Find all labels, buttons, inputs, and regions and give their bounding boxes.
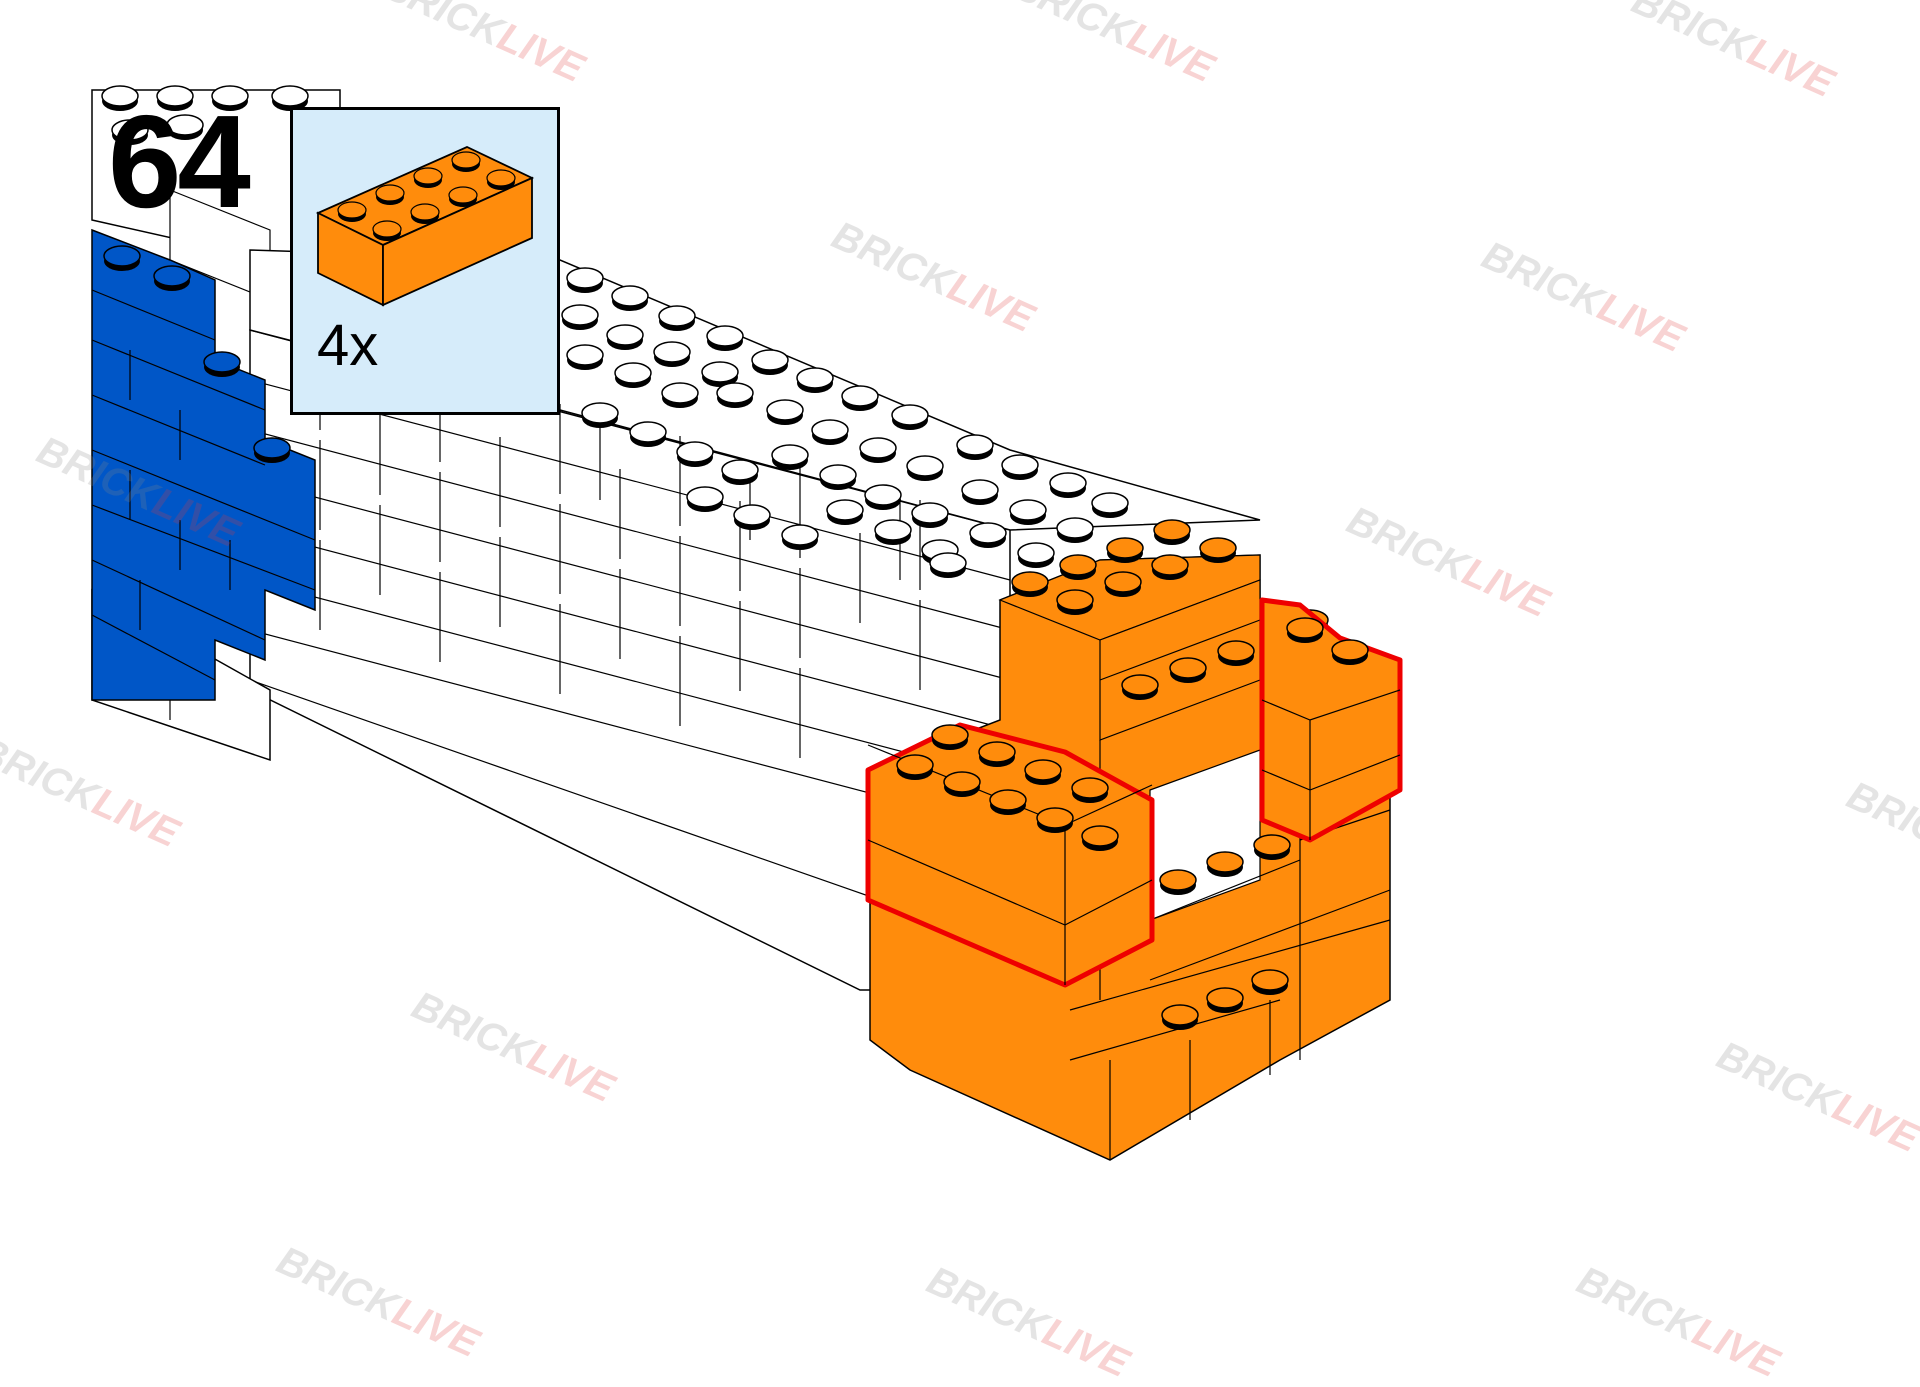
new-brick-highlight-back: [1259, 597, 1403, 843]
parts-callout-box: 4x: [290, 107, 560, 415]
assembly-illustration: [91, 85, 1403, 1161]
blue-side-wall: [91, 228, 316, 701]
new-brick-highlight-front: [865, 722, 1155, 988]
step-number: 64: [108, 88, 251, 235]
parts-quantity: 4x: [317, 313, 379, 378]
